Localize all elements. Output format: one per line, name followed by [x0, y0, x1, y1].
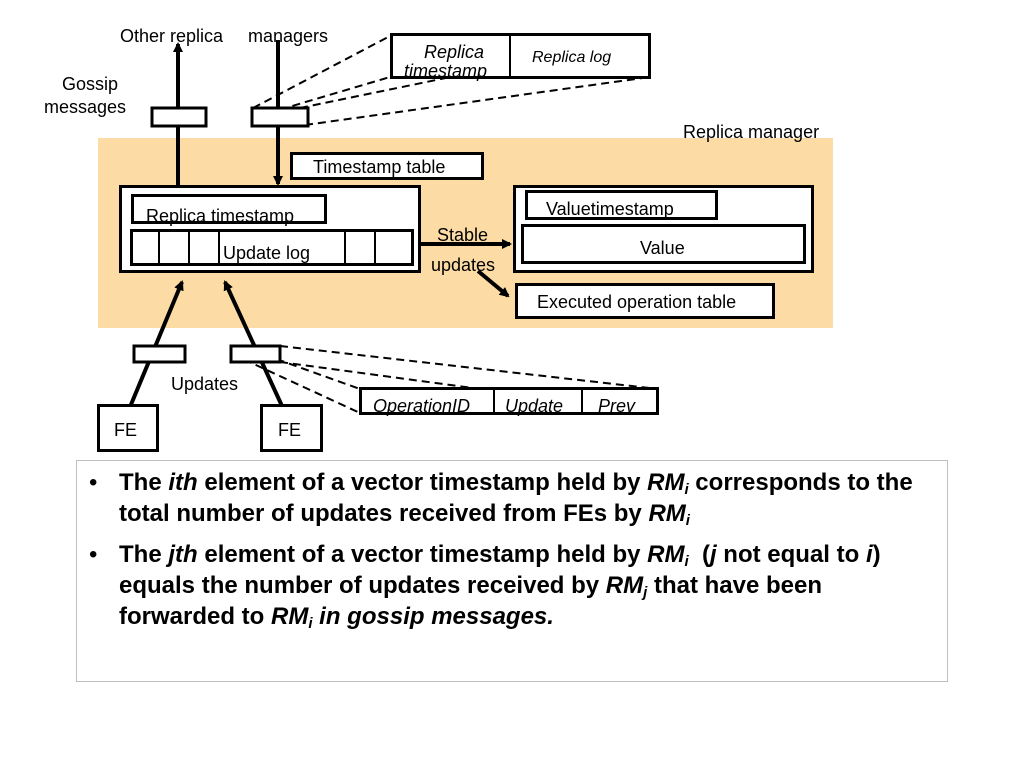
note2-text-4: not equal to — [716, 541, 866, 568]
note2-rm: RM — [647, 541, 685, 568]
label-updates: Updates — [171, 374, 239, 394]
note1-ith: ith — [168, 469, 198, 496]
label-update-log: Update log — [221, 243, 313, 263]
note2-rm-sub: i — [684, 553, 689, 570]
update-record-prev: Prev — [598, 396, 636, 416]
note1-rm2: RM — [648, 500, 686, 527]
note1-text-3: corresponds to the total number of updat… — [119, 469, 913, 527]
note2-j: j — [709, 541, 717, 568]
note2-text-3: ( — [688, 541, 710, 568]
note1-rm: RM — [647, 469, 685, 496]
note1-text-1: The — [119, 469, 169, 496]
label-stable-updates: updates — [431, 255, 496, 275]
note-bullet-2: The jth element of a vector timestamp he… — [89, 539, 917, 632]
executed-operation-table-box — [515, 283, 775, 319]
value-box — [521, 224, 806, 264]
note2-text-2: element of a vector timestamp held by — [197, 541, 648, 568]
label-replica-timestamp: Replica timestamp — [146, 206, 295, 226]
note-bullet-1: The ith element of a vector timestamp he… — [89, 467, 917, 529]
note2-text-6: that have been forwarded to — [119, 572, 823, 630]
label-other-replica: Other replica — [120, 26, 224, 46]
gossip-message-box-out — [150, 106, 208, 128]
note2-rm3-sub: i — [308, 615, 313, 632]
note2-text-1: The — [119, 541, 169, 568]
fe-right-update-arrow — [223, 280, 284, 407]
gossip-record-box — [390, 33, 651, 79]
note2-text-5: ) equals the number of updates received … — [119, 541, 881, 599]
note1-text-2: element of a vector timestamp held by — [197, 469, 648, 496]
note2-jth: jth — [168, 541, 198, 568]
timestamp-table-box — [290, 152, 484, 180]
label-timestamp-table: Timestamp table — [313, 157, 446, 177]
note1-rm-sub: i — [684, 481, 689, 498]
label-fe-right: FE — [278, 420, 302, 440]
label-value: Value — [640, 238, 685, 258]
value-timestamp-box — [525, 190, 718, 220]
label-stable: Stable — [437, 225, 489, 245]
note1-rm2-sub: i — [685, 512, 690, 529]
replica-timestamp-box — [131, 194, 327, 224]
note2-rm2: RM — [605, 572, 644, 599]
update-message-box-right — [229, 344, 282, 364]
executed-table-arrow — [476, 269, 510, 298]
update-record-operation-id: OperationID — [373, 396, 471, 416]
label-messages: messages — [44, 97, 127, 117]
gossip-message-box-in — [250, 106, 310, 128]
gossip-record-replica-log-label: Replica log — [532, 49, 612, 66]
update-record-update: Update — [505, 396, 564, 416]
notes-panel: The ith element of a vector timestamp he… — [76, 460, 948, 682]
label-fe-left: FE — [114, 420, 138, 440]
label-value-timestamp: Valuetimestamp — [546, 199, 674, 219]
gossip-record-dashed-lines — [252, 35, 651, 126]
fe-left-box — [97, 404, 159, 452]
label-managers: managers — [248, 26, 329, 46]
label-gossip: Gossip — [62, 74, 119, 94]
gossip-record-replica-label: Replica — [424, 42, 485, 62]
update-message-box-left — [132, 344, 187, 364]
note2-i: i — [865, 541, 873, 568]
fe-right-box — [260, 404, 323, 452]
update-record-box — [359, 387, 659, 415]
gossip-record-timestamp-label: timestamp — [404, 61, 488, 81]
note2-text-7: in gossip messages. — [312, 603, 554, 630]
label-replica-manager: Replica manager — [683, 122, 820, 142]
note2-rm2-sub: j — [643, 584, 648, 601]
note2-rm3: RM — [271, 603, 309, 630]
label-executed-operation-table: Executed operation table — [537, 292, 737, 312]
